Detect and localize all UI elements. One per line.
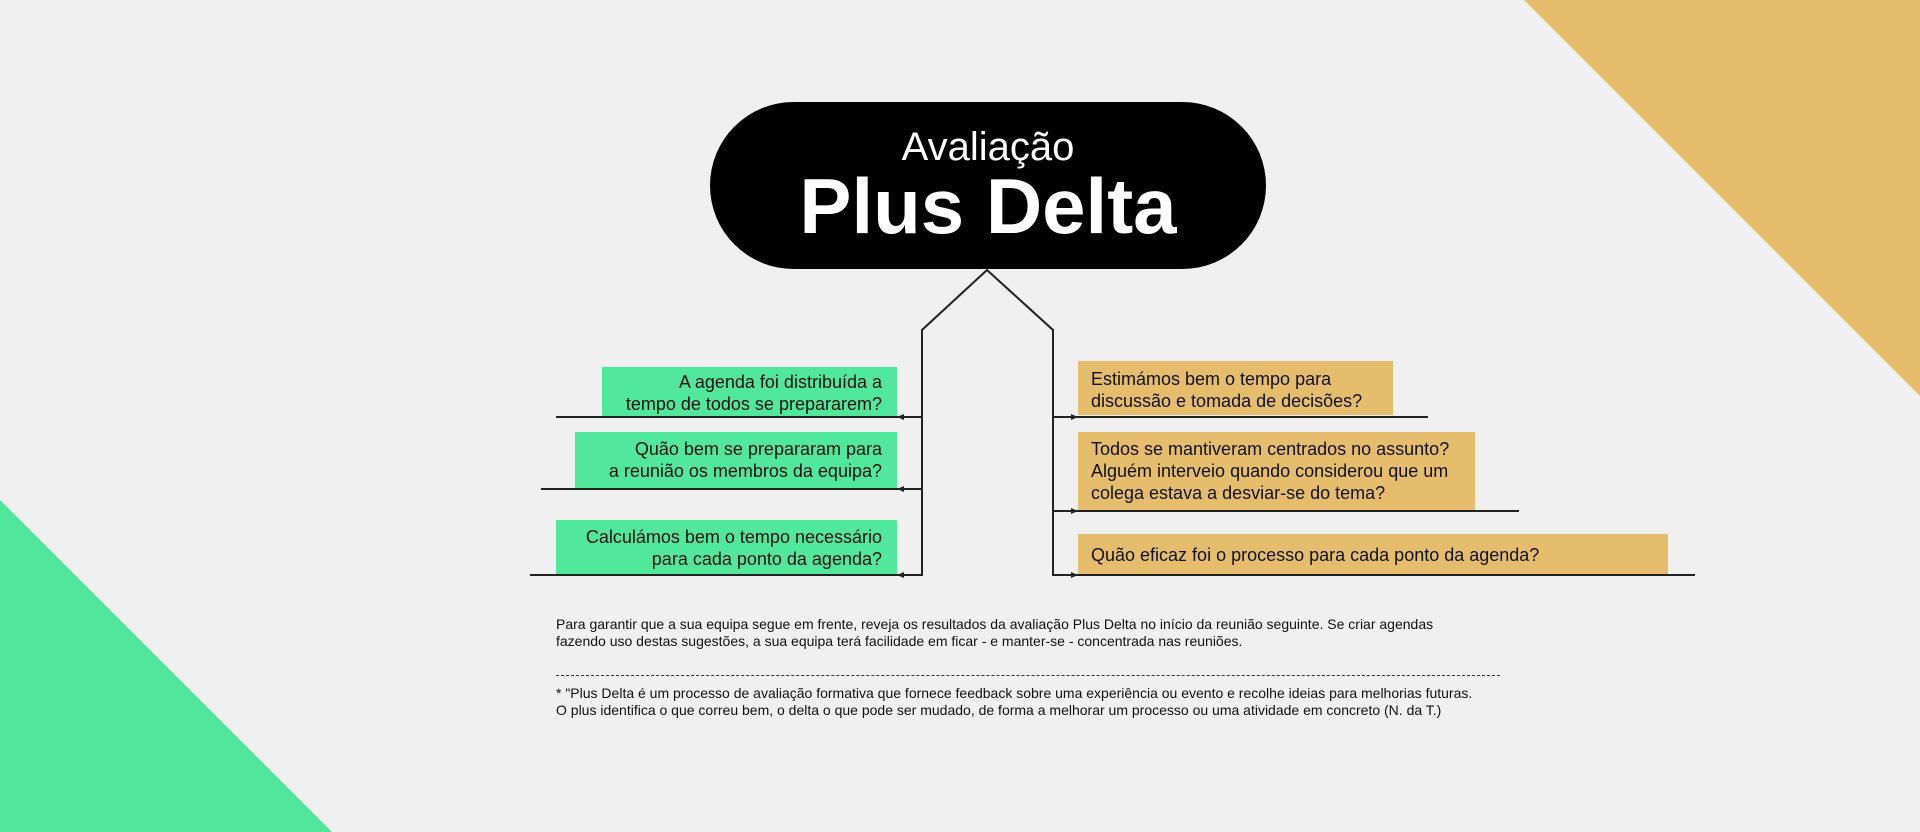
green-corner-triangle xyxy=(0,500,332,832)
plus-item: Calculámos bem o tempo necessário para c… xyxy=(556,520,897,575)
orange-corner-triangle xyxy=(1524,0,1920,396)
delta-branches xyxy=(1053,416,1695,576)
plus-item-text: Calculámos bem o tempo necessário para c… xyxy=(585,527,882,569)
arrowhead xyxy=(1071,414,1078,420)
footnote: * "Plus Delta é um processo de avaliação… xyxy=(556,685,1473,718)
plus-arrowheads xyxy=(897,414,904,578)
title-main: Plus Delta xyxy=(799,162,1177,250)
arrowhead xyxy=(897,486,904,492)
delta-arrowheads xyxy=(1071,414,1078,578)
trunk-line xyxy=(921,268,1054,576)
delta-item-text: Quão eficaz foi o processo para cada pon… xyxy=(1091,545,1540,565)
delta-item-text: Todos se mantiveram centrados no assunto… xyxy=(1091,439,1450,503)
plus-item-text: A agenda foi distribuída a tempo de todo… xyxy=(625,372,882,414)
delta-item-text: Estimámos bem o tempo para discussão e t… xyxy=(1091,369,1363,411)
plus-item: A agenda foi distribuída a tempo de todo… xyxy=(602,367,897,417)
title-pill: Avaliação Plus Delta xyxy=(710,102,1266,269)
arrowhead xyxy=(897,572,904,578)
plus-branches xyxy=(530,416,922,576)
arrowhead xyxy=(1071,508,1078,514)
delta-item: Estimámos bem o tempo para discussão e t… xyxy=(1078,361,1393,415)
delta-item: Todos se mantiveram centrados no assunto… xyxy=(1078,432,1475,510)
footnote-separator xyxy=(556,675,1500,676)
footer-paragraph: Para garantir que a sua equipa segue em … xyxy=(556,616,1434,649)
plus-item: Quão bem se prepararam para a reunião os… xyxy=(575,432,897,488)
title-subtitle: Avaliação xyxy=(901,125,1075,169)
plus-item-text: Quão bem se prepararam para a reunião os… xyxy=(608,439,882,481)
arrowhead xyxy=(1071,572,1078,578)
arrowhead xyxy=(897,414,904,420)
delta-item: Quão eficaz foi o processo para cada pon… xyxy=(1078,534,1668,574)
